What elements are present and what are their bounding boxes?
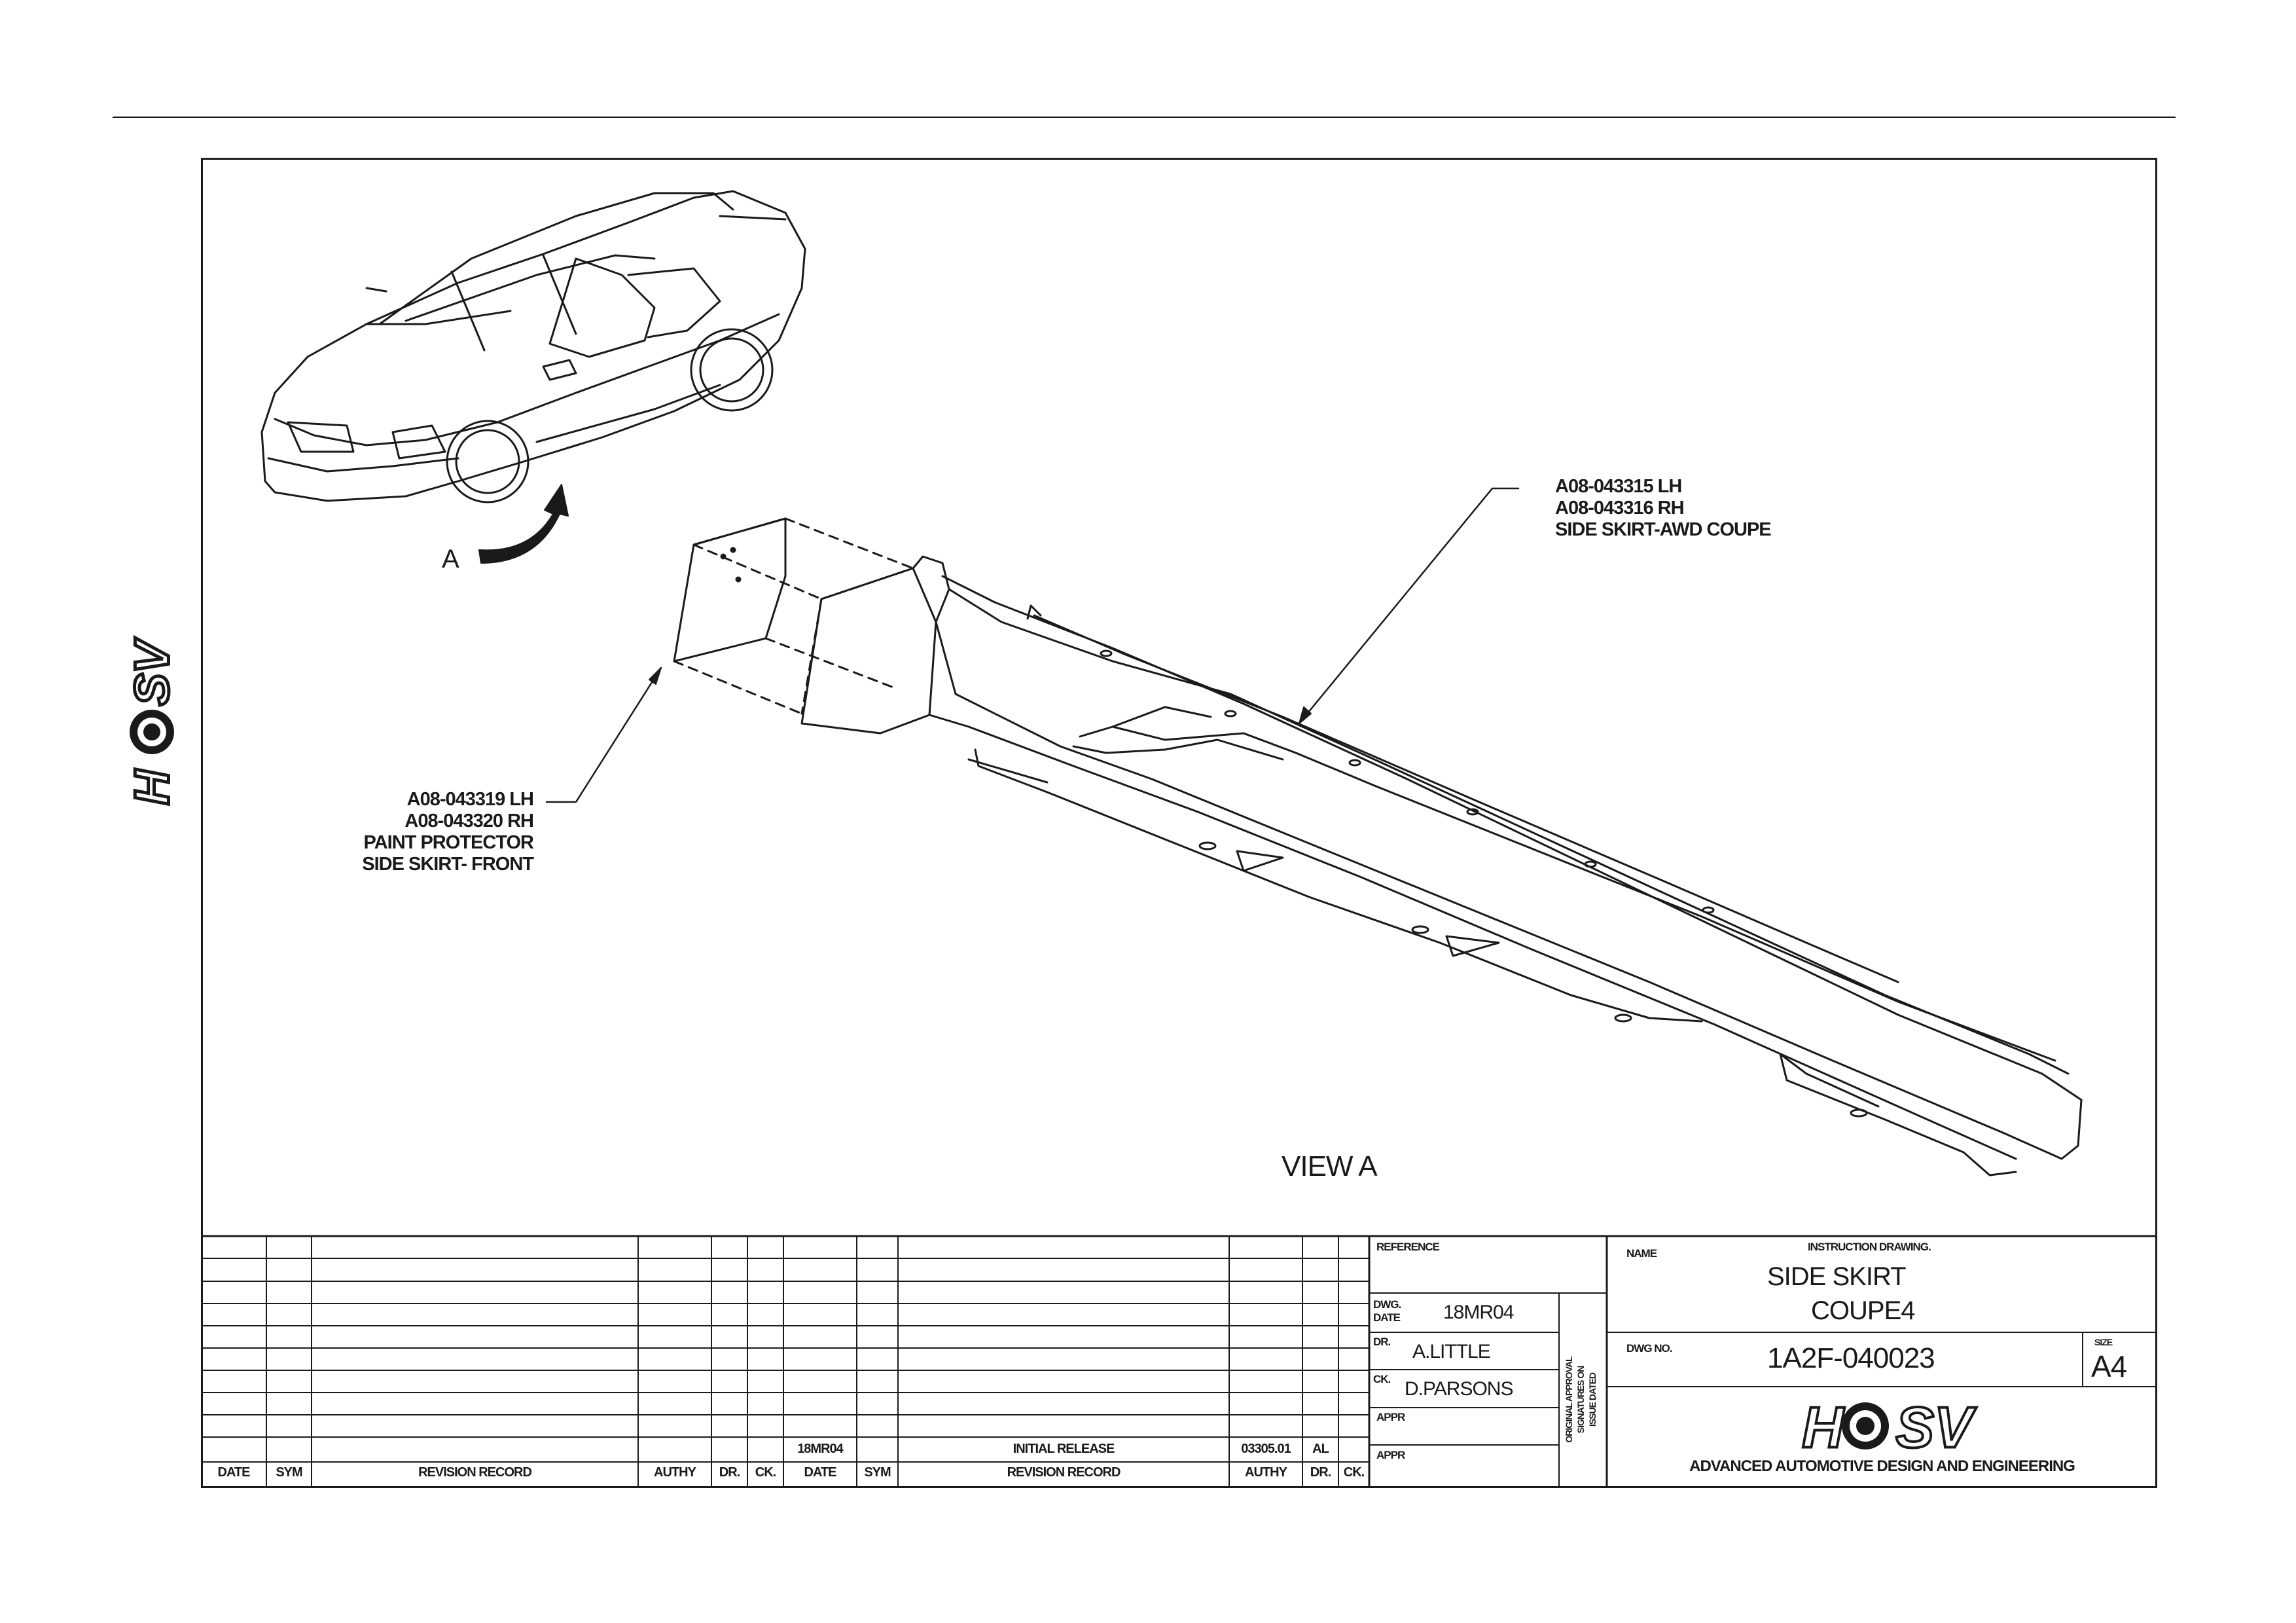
appr-label-1: APPR — [1376, 1411, 1405, 1423]
rev-header-date-2: DATE — [804, 1465, 837, 1480]
ck-name: D.PARSONS — [1405, 1378, 1513, 1400]
leader-paint-protector — [545, 666, 662, 803]
leader-paint-protector-arrow — [649, 667, 662, 685]
paint-protector-description: PAINT PROTECTOR — [363, 832, 534, 853]
approval-note-line-1: ORIGINAL APPROVAL — [1564, 1357, 1574, 1443]
rev-header-dr-1: DR. — [719, 1465, 740, 1480]
paint-protector-illustration — [673, 517, 914, 715]
paint-protector-subtitle: SIDE SKIRT- FRONT — [362, 854, 534, 875]
side-skirt-part-rh: A08-043316 RH — [1555, 498, 1685, 519]
leader-side-skirt — [1298, 487, 1520, 725]
view-title: VIEW A — [1282, 1150, 1378, 1182]
reference-label: REFERENCE — [1376, 1241, 1440, 1253]
rev-entry-authy: 03305.01 — [1241, 1442, 1291, 1456]
approval-note-line-2: SIGNATURES ON — [1575, 1366, 1586, 1434]
side-skirt-illustration — [800, 555, 2083, 1176]
drawing-title-line-2: COUPE4 — [1811, 1296, 1915, 1325]
paint-protector-part-lh: A08-043319 LH — [406, 789, 534, 810]
hsv-title-logo-sv: SV — [1895, 1395, 1977, 1459]
hsv-title-logo: H SV — [1801, 1394, 1978, 1459]
size-value: A4 — [2091, 1349, 2127, 1383]
drawing-frame — [201, 158, 2157, 1488]
dwg-no-label: DWG NO. — [1626, 1342, 1672, 1355]
hsv-side-logo: H SV — [123, 636, 181, 807]
hsv-title-logo-h: H — [1802, 1395, 1845, 1459]
rev-entry-date: 18MR04 — [797, 1442, 844, 1456]
dwg-no-value: 1A2F-040023 — [1767, 1342, 1935, 1374]
rev-header-sym-2: SYM — [864, 1465, 891, 1480]
rev-header-authy-2: AUTHY — [1245, 1465, 1287, 1480]
side-skirt-callout: A08-043315 LH A08-043316 RH SIDE SKIRT-A… — [1555, 476, 1772, 541]
rev-entry-record: INITIAL RELEASE — [1013, 1442, 1115, 1456]
dwg-date-value: 18MR04 — [1443, 1302, 1514, 1323]
ck-label: CK. — [1373, 1373, 1391, 1385]
dr-label: DR. — [1373, 1336, 1391, 1348]
rev-header-ck-2: CK. — [1343, 1465, 1365, 1480]
company-name: ADVANCED AUTOMOTIVE DESIGN AND ENGINEERI… — [1689, 1457, 2075, 1475]
paint-protector-part-rh: A08-043320 RH — [404, 811, 534, 831]
approval-note: ORIGINAL APPROVAL SIGNATURES ON ISSUE DA… — [1563, 1334, 1602, 1465]
leader-side-skirt-arrow — [1299, 706, 1312, 724]
rev-entry-dr: AL — [1312, 1442, 1329, 1456]
hsv-side-logo-h: H — [125, 769, 179, 805]
drawing-title-line-1: SIDE SKIRT — [1767, 1262, 1907, 1291]
view-marker-label: A — [442, 545, 459, 574]
size-label: SIZE — [2094, 1337, 2113, 1347]
car-illustration — [260, 190, 806, 503]
dwg-date-label-1: DWG. — [1373, 1298, 1401, 1311]
top-rule — [113, 117, 2176, 118]
rev-header-dr-2: DR. — [1310, 1465, 1331, 1480]
view-arrow — [478, 484, 569, 564]
rev-header-record-1: REVISION RECORD — [418, 1465, 532, 1480]
rev-header-ck-1: CK. — [755, 1465, 776, 1480]
rev-header-record-2: REVISION RECORD — [1007, 1465, 1121, 1480]
side-skirt-part-lh: A08-043315 LH — [1555, 476, 1682, 497]
hsv-side-logo-sv: SV — [125, 638, 179, 706]
dwg-date-label-2: DATE — [1373, 1311, 1401, 1324]
rev-header-authy-1: AUTHY — [654, 1465, 696, 1480]
name-label: NAME — [1626, 1247, 1657, 1260]
instruction-label: INSTRUCTION DRAWING. — [1808, 1241, 1931, 1253]
paint-protector-callout: A08-043319 LH A08-043320 RH PAINT PROTEC… — [340, 789, 534, 875]
appr-label-2: APPR — [1376, 1449, 1405, 1461]
approval-note-line-3: ISSUE DATED — [1587, 1372, 1598, 1427]
rev-header-sym-1: SYM — [276, 1465, 302, 1480]
side-skirt-description: SIDE SKIRT-AWD COUPE — [1555, 519, 1772, 540]
rev-header-date-1: DATE — [217, 1465, 251, 1480]
dr-name: A.LITTLE — [1412, 1341, 1491, 1362]
